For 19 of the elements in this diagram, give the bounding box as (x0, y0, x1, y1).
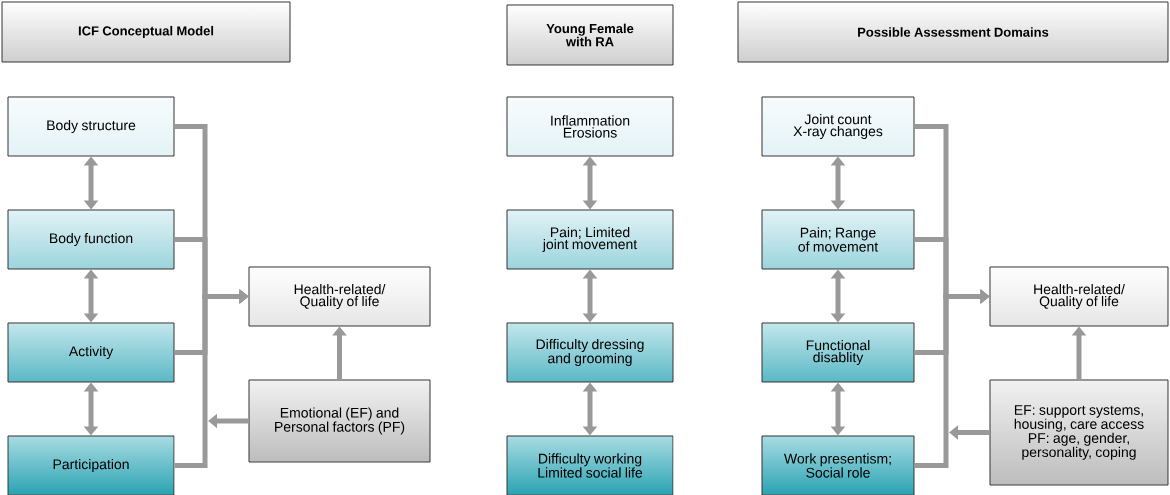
header-box: Young Female with RA (506, 4, 674, 66)
process-box: Participation (7, 435, 175, 495)
process-box: Health-related/ Quality of life (248, 266, 431, 327)
process-box: Difficulty working Limited social life (506, 435, 674, 495)
process-box: Activity (7, 322, 175, 383)
process-box: Functional disablity (761, 322, 915, 383)
process-box: Joint count X-ray changes (761, 96, 915, 157)
process-box: Inflammation Erosions (506, 96, 674, 157)
header-box: ICF Conceptual Model (1, 1, 291, 63)
header-box: Possible Assessment Domains (737, 1, 1169, 63)
process-box: Pain; Range of movement (761, 209, 915, 270)
process-box: Body structure (7, 96, 175, 157)
process-box: Work presentism; Social role (761, 435, 915, 495)
process-box: Body function (7, 209, 175, 270)
process-box: Emotional (EF) and Personal factors (PF) (248, 379, 431, 463)
process-box: EF: support systems, housing, care access PF: age, gender, personality, coping (989, 379, 1169, 486)
process-box: Difficulty dressing and grooming (506, 322, 674, 383)
process-box: Health-related/ Quality of life (989, 266, 1169, 327)
process-box: Pain; Limited joint movement (506, 209, 674, 270)
